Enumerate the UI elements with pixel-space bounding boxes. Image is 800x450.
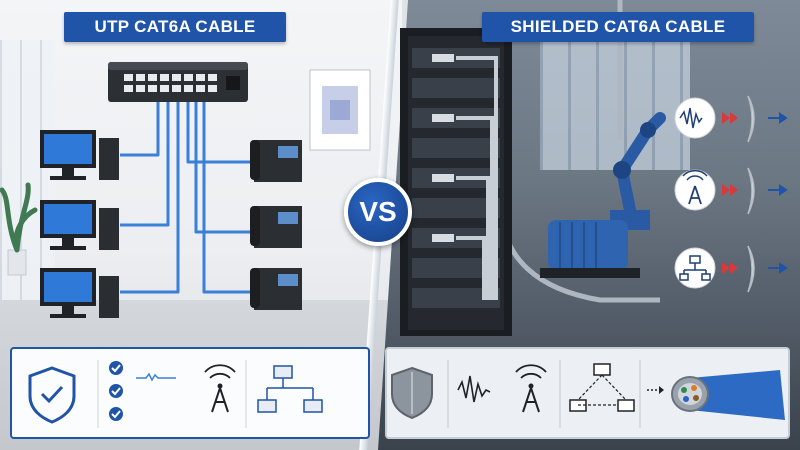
wall-art-icon xyxy=(309,69,371,151)
industrial-scene xyxy=(400,0,788,336)
radio-tower-icon xyxy=(515,364,547,413)
plant-icon xyxy=(0,182,38,276)
shielded-title-banner: SHIELDED CAT6A CABLE xyxy=(482,12,754,42)
utp-features-panel xyxy=(10,347,370,439)
factory-window xyxy=(540,40,690,170)
metal-shield-icon xyxy=(391,366,433,420)
ip-phone-icon xyxy=(250,206,302,248)
shield-foil-icon xyxy=(747,95,755,293)
utp-cables xyxy=(120,100,250,294)
ip-phone-icon xyxy=(250,140,302,182)
shield-icon xyxy=(28,366,76,424)
radio-tower-icon xyxy=(204,364,236,413)
interference-arrows xyxy=(722,112,738,274)
shielded-cable-cross-section-icon xyxy=(647,370,785,420)
desktop-computer-icon xyxy=(40,130,119,180)
utp-title-banner: UTP CAT6A CABLE xyxy=(64,12,286,42)
desktop-computer-icon xyxy=(40,268,119,318)
vs-badge: VS xyxy=(344,178,412,246)
noise-wave-icon xyxy=(457,375,491,403)
network-topology-icon xyxy=(674,247,716,289)
signal-wave-icon xyxy=(136,372,176,382)
office-scene xyxy=(0,62,371,318)
noise-wave-icon xyxy=(674,97,716,139)
checkmark-icon xyxy=(109,361,123,421)
shielded-cables xyxy=(456,56,498,300)
radio-tower-icon xyxy=(674,169,716,211)
electric-motor-icon xyxy=(540,220,640,278)
switch-icon xyxy=(108,62,248,102)
network-topology-icon xyxy=(257,365,323,413)
desktop-computer-icon xyxy=(40,200,119,250)
blocked-arrows xyxy=(768,112,788,274)
network-topology-icon xyxy=(569,363,635,412)
ip-phone-icon xyxy=(250,268,302,310)
